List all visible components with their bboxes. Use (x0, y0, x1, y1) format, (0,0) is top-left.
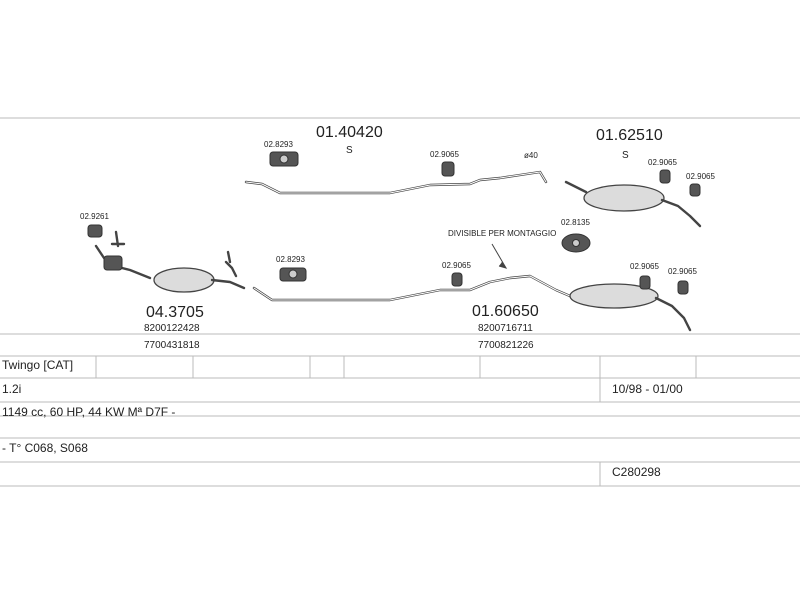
catalytic-converter-04-3705 (94, 244, 246, 293)
hanger-icon-02-9065-mid (451, 272, 463, 287)
clamp-label-02-8293-top: 02.8293 (264, 140, 293, 149)
part-code-04-3705: 04.3705 (146, 304, 204, 321)
hanger-label-02-9065-top: 02.9065 (430, 150, 459, 159)
rear-muffler-01-62510 (564, 180, 702, 228)
hanger-label-02-9065-low1: 02.9065 (630, 262, 659, 271)
table-types: - T° C068, S068 (2, 441, 88, 455)
clamp-icon-02-8293-mid (279, 267, 307, 282)
clamp-label-02-8293-mid: 02.8293 (276, 255, 305, 264)
gasket-icon-02-9261 (87, 224, 103, 238)
table-engine: 1.2i (2, 382, 22, 396)
hanger-icon-02-9065-r2 (689, 183, 701, 197)
hanger-label-02-9065-r2: 02.9065 (686, 172, 715, 181)
hanger-label-02-9065-low2: 02.9065 (668, 267, 697, 276)
hanger-icon-02-9065-low1 (639, 275, 651, 290)
info-table-grid (0, 355, 800, 487)
bolt-icon-front (110, 230, 126, 248)
table-model: Twingo [CAT] (2, 358, 74, 372)
part-code-01-62510: 01.62510 (596, 127, 663, 144)
part-code-01-40420: 01.40420 (316, 124, 383, 141)
divisible-note: DIVISIBLE PER MONTAGGIO (448, 229, 556, 238)
hanger-rod-cat (224, 250, 238, 278)
table-catalog-code: C280298 (612, 465, 661, 479)
part-ref2-04-3705: 7700431818 (144, 340, 200, 351)
hanger-icon-02-9065-r1 (659, 169, 671, 184)
clamp-icon-02-8293-top (269, 151, 299, 167)
center-pipe-01-40420 (244, 170, 548, 195)
part-ref1-04-3705: 8200122428 (144, 323, 200, 334)
part-ref2-01-60650: 7700821226 (478, 340, 534, 351)
hanger-label-02-9065-r1: 02.9065 (648, 158, 677, 167)
diameter-note: ø40 (524, 151, 538, 160)
part-code-01-60650: 01.60650 (472, 303, 539, 320)
middle-pipe-01-60650 (252, 274, 692, 332)
clamp-icon-02-8135 (561, 233, 591, 253)
clamp-label-02-8135: 02.8135 (561, 218, 590, 227)
hanger-icon-02-9065-low2 (677, 280, 689, 295)
hanger-icon-02-9065-top (441, 161, 455, 177)
part-sub-01-40420: S (346, 145, 353, 156)
gasket-label-02-9261: 02.9261 (80, 212, 109, 221)
table-dates: 10/98 - 01/00 (612, 382, 683, 396)
hanger-label-02-9065-mid: 02.9065 (442, 261, 471, 270)
part-sub-01-62510: S (622, 150, 629, 161)
divisible-arrow-head (498, 261, 508, 269)
part-ref1-01-60650: 8200716711 (478, 323, 533, 334)
table-specs: 1149 cc, 60 HP, 44 KW Mª D7F - (2, 405, 176, 419)
